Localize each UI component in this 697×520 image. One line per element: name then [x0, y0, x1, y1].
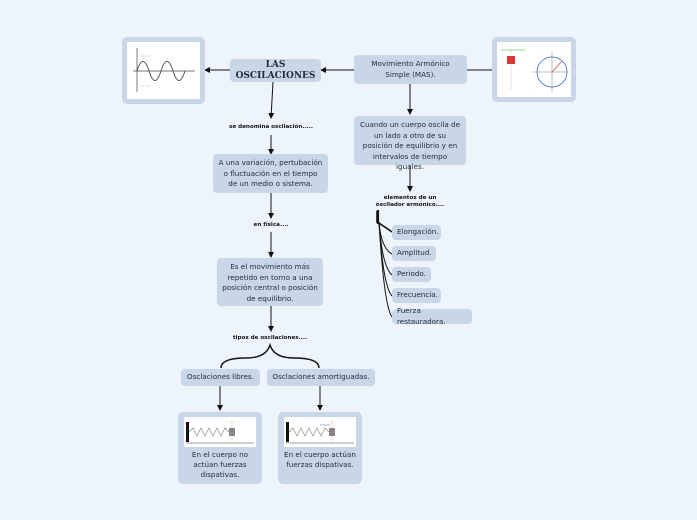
node-las-oscilaciones[interactable]: LAS OSCILACIONES — [230, 59, 321, 82]
elemento-periodo[interactable]: Periodo. — [392, 267, 431, 282]
card-amortiguadas[interactable]: En el cuerpo actúan fuerzas dispativas. — [278, 412, 362, 484]
elemento-elongacion[interactable]: Elongación. — [392, 225, 441, 240]
node-cuerpo-oscila[interactable]: Cuando un cuerpo oscila de un lado a otr… — [354, 116, 466, 171]
spring-image-libres — [184, 417, 256, 447]
caption-libres: En el cuerpo no actúan fuerzas dispativa… — [191, 450, 249, 479]
label-elementos: elementos de un oscilador armónico.... — [375, 195, 445, 208]
connector-main-denomina — [268, 81, 275, 119]
sine-wave-image — [122, 37, 205, 104]
elemento-fuerza-restauradora[interactable]: Fuerza restauradora. — [392, 306, 472, 326]
label-denomina: se denomina oscilación..... — [229, 124, 313, 130]
elemento-frecuencia[interactable]: Frecuencia. — [392, 288, 441, 303]
spring-image-amortiguadas — [284, 417, 356, 447]
elemento-amplitud[interactable]: Amplitud. — [392, 246, 436, 261]
node-definicion[interactable]: A una variación, pertubación o fluctuaci… — [213, 154, 328, 193]
label-tipos: tipos de oscilaciones.... — [232, 335, 308, 341]
caption-amortiguadas: En el cuerpo actúan fuerzas dispativas. — [284, 450, 356, 469]
node-movimiento[interactable]: Es el movimiento más repetido en torno a… — [217, 258, 323, 306]
card-libres[interactable]: En el cuerpo no actúan fuerzas dispativa… — [178, 412, 262, 484]
brace-tipos — [220, 342, 320, 369]
node-mas[interactable]: Movimiento Armónico Simple (MAS). — [354, 55, 467, 84]
circular-motion-image — [492, 37, 576, 102]
node-libres[interactable]: Osclaciones libres. — [181, 369, 260, 386]
label-en-fisica: en física.... — [253, 222, 289, 228]
node-amortiguadas[interactable]: Osclaciones amortiguadas. — [267, 369, 375, 386]
